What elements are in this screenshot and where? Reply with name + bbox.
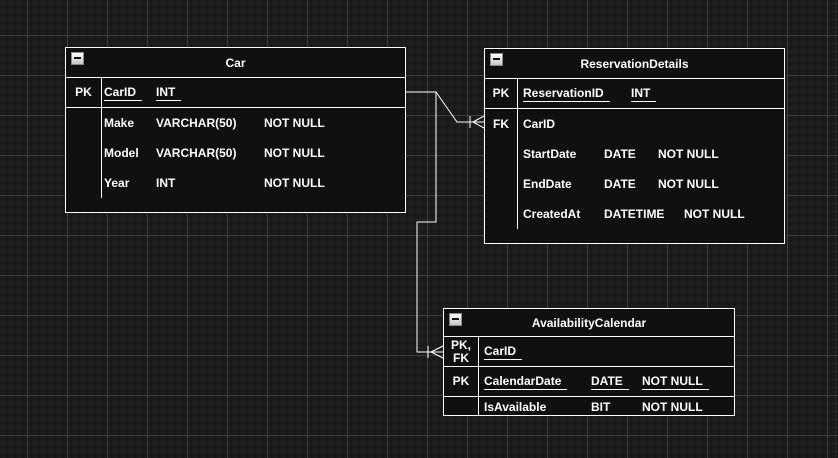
table-row[interactable]: Model VARCHAR(50) NOT NULL [66, 138, 405, 168]
key-column-divider [101, 78, 102, 198]
table-header[interactable]: ReservationDetails [485, 49, 784, 79]
crow-foot-marker [430, 345, 444, 359]
row-key-label [485, 199, 517, 229]
collapse-minus-icon[interactable] [449, 313, 462, 326]
key-column-divider [478, 337, 479, 415]
column-name: CalendarDate [484, 374, 568, 390]
column-name: Year [104, 176, 130, 190]
row-key-label [66, 108, 101, 138]
column-name: Model [104, 146, 139, 160]
table-row[interactable]: FK CarID [485, 109, 784, 139]
column-type: INT [631, 86, 657, 102]
table-row[interactable]: PK CalendarDate DATE NOT NULL [444, 367, 734, 397]
column-constraint: NOT NULL [264, 116, 325, 130]
column-name: IsAvailable [484, 400, 547, 414]
table-row[interactable]: StartDate DATE NOT NULL [485, 139, 784, 169]
column-constraint: NOT NULL [684, 207, 745, 221]
column-type: INT [156, 176, 176, 190]
entity-table-car[interactable]: Car PK CarID INT Make VARCHAR(50) NOT NU… [65, 47, 406, 213]
table-row[interactable]: Make VARCHAR(50) NOT NULL [66, 108, 405, 138]
key-column-divider [517, 79, 518, 229]
table-row[interactable]: Year INT NOT NULL [66, 168, 405, 198]
column-name: ReservationID [523, 86, 610, 102]
table-row[interactable]: PK, FK CarID [444, 337, 734, 367]
column-name: CarID [104, 85, 143, 101]
column-constraint: NOT NULL [658, 177, 719, 191]
column-type: DATETIME [604, 207, 665, 221]
column-name: StartDate [523, 147, 577, 161]
table-header[interactable]: Car [66, 48, 405, 78]
column-type: VARCHAR(50) [156, 146, 237, 160]
row-key-label [66, 168, 101, 198]
relationship-car-reservationdetails[interactable] [406, 91, 485, 129]
table-row[interactable]: PK ReservationID INT [485, 79, 784, 109]
relationship-car-availabilitycalendar[interactable] [406, 91, 444, 359]
table-header[interactable]: AvailabilityCalendar [444, 309, 734, 337]
column-name: CreatedAt [523, 207, 581, 221]
column-constraint: NOT NULL [642, 400, 703, 414]
row-key-label: PK [452, 374, 470, 388]
row-key-label [444, 397, 478, 417]
row-key-label: PK [492, 86, 510, 100]
column-constraint: NOT NULL [642, 374, 709, 390]
column-type: INT [156, 85, 182, 101]
column-constraint: NOT NULL [658, 147, 719, 161]
row-key-label [66, 138, 101, 168]
column-type: VARCHAR(50) [156, 116, 237, 130]
column-name: EndDate [523, 177, 572, 191]
table-row[interactable]: CreatedAt DATETIME NOT NULL [485, 199, 784, 229]
column-name: CarID [523, 117, 556, 131]
entity-table-reservationdetails[interactable]: ReservationDetails PK ReservationID INT … [484, 48, 785, 244]
row-key-label: FK [493, 116, 509, 131]
column-constraint: NOT NULL [264, 176, 325, 190]
column-type: DATE [604, 177, 636, 191]
table-title: ReservationDetails [580, 56, 689, 71]
row-key-label: PK [75, 85, 92, 99]
collapse-minus-icon[interactable] [490, 53, 503, 66]
row-key-label [485, 169, 517, 199]
table-title: AvailabilityCalendar [531, 315, 647, 330]
row-key-label: PK, FK [450, 337, 471, 365]
table-row[interactable]: IsAvailable BIT NOT NULL [444, 397, 734, 417]
row-key-label [485, 139, 517, 169]
crow-foot-marker [472, 115, 485, 129]
collapse-minus-icon[interactable] [71, 52, 84, 65]
column-constraint: NOT NULL [264, 146, 325, 160]
table-row[interactable]: EndDate DATE NOT NULL [485, 169, 784, 199]
column-type: DATE [591, 374, 629, 390]
column-name: CarID [484, 344, 523, 360]
entity-table-availabilitycalendar[interactable]: AvailabilityCalendar PK, FK CarID PK Cal… [443, 308, 735, 416]
table-row[interactable]: PK CarID INT [66, 78, 405, 108]
table-title: Car [225, 55, 246, 70]
column-type: BIT [591, 400, 611, 414]
column-type: DATE [604, 147, 636, 161]
column-name: Make [104, 116, 135, 130]
